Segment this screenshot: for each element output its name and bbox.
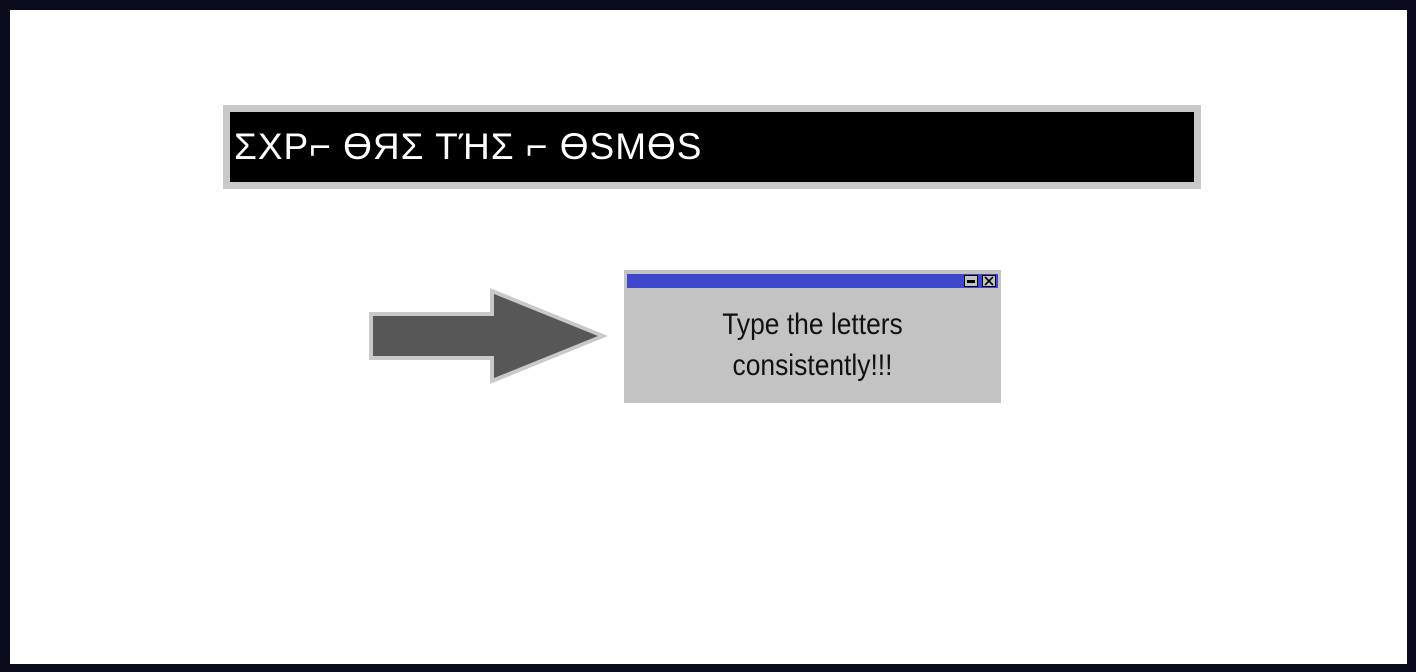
dialog-message-line2: consistently!!! xyxy=(732,349,893,382)
dialog-titlebar[interactable] xyxy=(627,274,998,288)
minimize-icon xyxy=(967,280,975,283)
hint-dialog: Type the letters consistently!!! xyxy=(624,270,1001,403)
right-arrow-icon xyxy=(369,288,608,384)
dialog-message-line1: Type the letters xyxy=(722,308,903,341)
dialog-message: Type the letters consistently!!! xyxy=(647,304,979,386)
game-canvas: ΣΧΡ⌐ ϴЯΣ ΤΉΣ ⌐ ϴSΜϴS Type the letters co… xyxy=(10,10,1407,664)
close-icon xyxy=(984,276,994,286)
close-button[interactable] xyxy=(982,275,996,287)
minimize-button[interactable] xyxy=(964,275,978,287)
text-entry-frame: ΣΧΡ⌐ ϴЯΣ ΤΉΣ ⌐ ϴSΜϴS xyxy=(223,105,1201,189)
text-entry-field[interactable]: ΣΧΡ⌐ ϴЯΣ ΤΉΣ ⌐ ϴSΜϴS xyxy=(230,112,1194,182)
